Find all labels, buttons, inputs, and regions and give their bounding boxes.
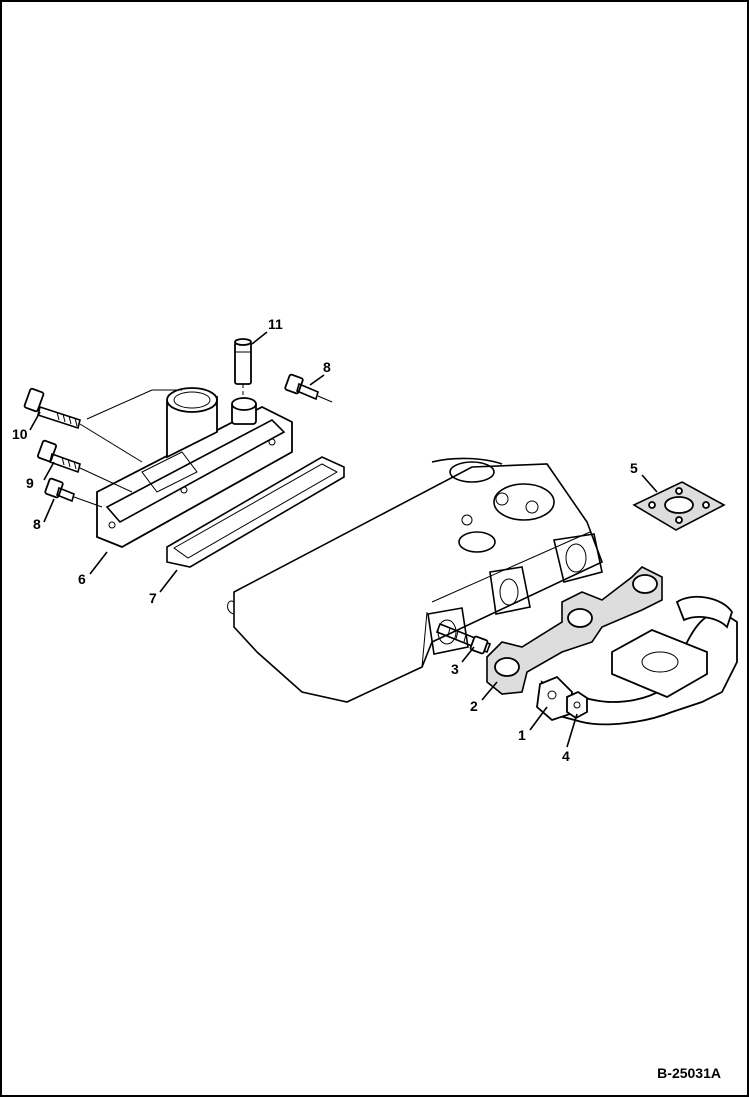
assembly-lines-left (73, 389, 333, 508)
figure-number: B-25031A (657, 1065, 721, 1081)
callout-11: 11 (268, 316, 283, 332)
item-4-nut (566, 690, 588, 720)
cylinder-head (227, 457, 604, 703)
callout-3: 3 (451, 661, 459, 677)
item-11-fitting (234, 338, 252, 385)
item-7-gasket (166, 456, 345, 568)
callout-2: 2 (470, 698, 478, 714)
item-3-stud (435, 622, 492, 655)
bolt-8-left (44, 477, 75, 503)
callout-5: 5 (630, 460, 638, 476)
callout-10: 10 (12, 426, 28, 442)
item-5-flange-gasket (632, 481, 726, 531)
callout-4: 4 (562, 748, 570, 764)
item-2-manifold-gasket (486, 566, 663, 695)
callout-1: 1 (518, 727, 526, 743)
item-1-exhaust-manifold (536, 595, 738, 726)
callout-8-right: 8 (323, 359, 331, 375)
bolt-8-right (284, 373, 319, 401)
bolt-10 (23, 387, 81, 430)
bolt-9 (37, 439, 81, 474)
callout-6: 6 (78, 571, 86, 587)
callout-8-left: 8 (33, 516, 41, 532)
item-6-cover (96, 387, 293, 548)
callout-7: 7 (149, 590, 157, 606)
callout-9: 9 (26, 475, 34, 491)
callout-leaders (29, 331, 658, 748)
